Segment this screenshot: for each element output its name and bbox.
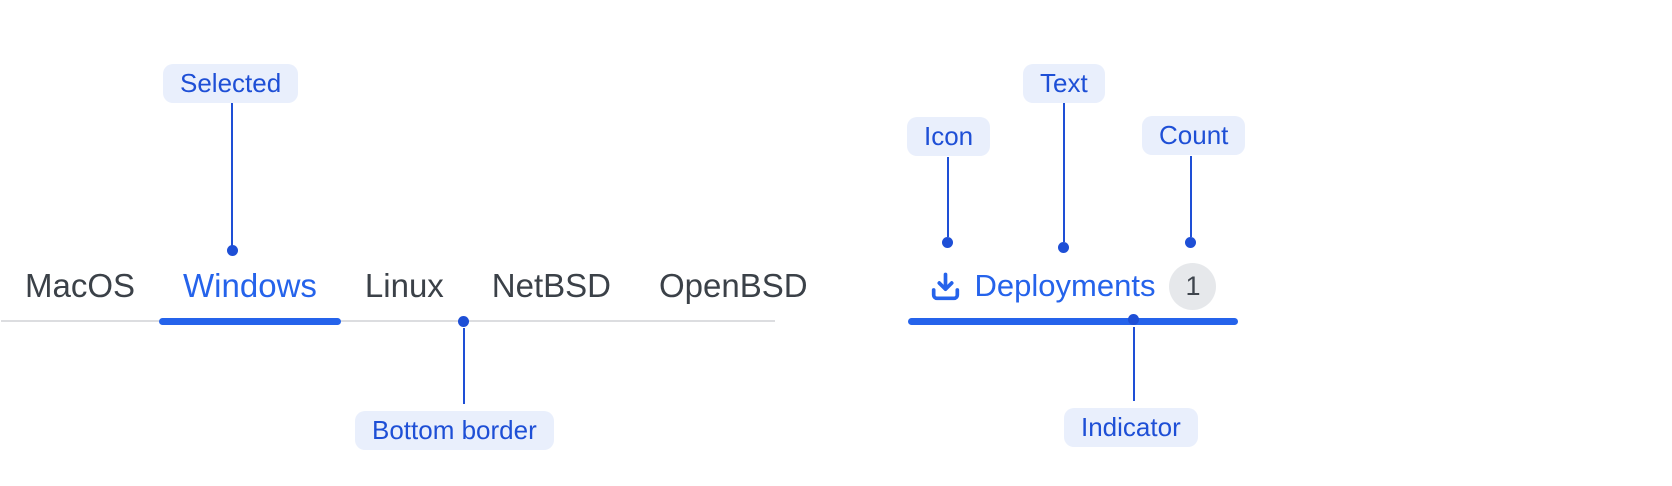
annotation-icon-label: Icon (907, 117, 991, 156)
annotation-count-label: Count (1142, 116, 1246, 155)
annotation-icon-line (947, 157, 949, 237)
annotation-selected-line (231, 103, 233, 246)
annotation-bottom-border-line (463, 328, 465, 404)
annotation-text-label: Text (1023, 64, 1105, 103)
tab-linux[interactable]: Linux (341, 252, 468, 320)
tab-label: Windows (183, 267, 317, 304)
annotation-indicator-label: Indicator (1064, 408, 1198, 447)
tab-label: MacOS (25, 267, 136, 304)
tab-label: NetBSD (491, 267, 612, 304)
annotation-selected-dot (227, 245, 238, 256)
annotation-icon-dot (942, 237, 953, 248)
deployments-tab-label: Deployments (974, 268, 1156, 303)
annotation-count-dot (1185, 237, 1196, 248)
deployments-tab[interactable]: Deployments 1 (908, 252, 1238, 325)
annotation-indicator-dot (1128, 314, 1139, 325)
tab-label: Linux (364, 267, 444, 304)
download-icon (931, 272, 959, 300)
tab-netbsd[interactable]: NetBSD (468, 252, 635, 320)
annotation-indicator-line (1133, 327, 1135, 401)
tab-windows-selected[interactable]: Windows (159, 252, 341, 325)
annotation-text-dot (1058, 242, 1069, 253)
count-badge: 1 (1169, 262, 1217, 310)
annotation-bottom-border-label: Bottom border (355, 411, 554, 450)
annotation-text-line (1063, 103, 1065, 242)
annotation-count-line (1190, 156, 1192, 237)
annotation-bottom-border-dot (458, 316, 469, 327)
annotation-selected-label: Selected (163, 64, 299, 103)
os-tab-bar: MacOS Windows Linux NetBSD OpenBSD (1, 252, 808, 325)
tab-label: OpenBSD (659, 267, 808, 304)
tab-openbsd[interactable]: OpenBSD (635, 252, 832, 320)
tab-macos[interactable]: MacOS (1, 252, 159, 320)
